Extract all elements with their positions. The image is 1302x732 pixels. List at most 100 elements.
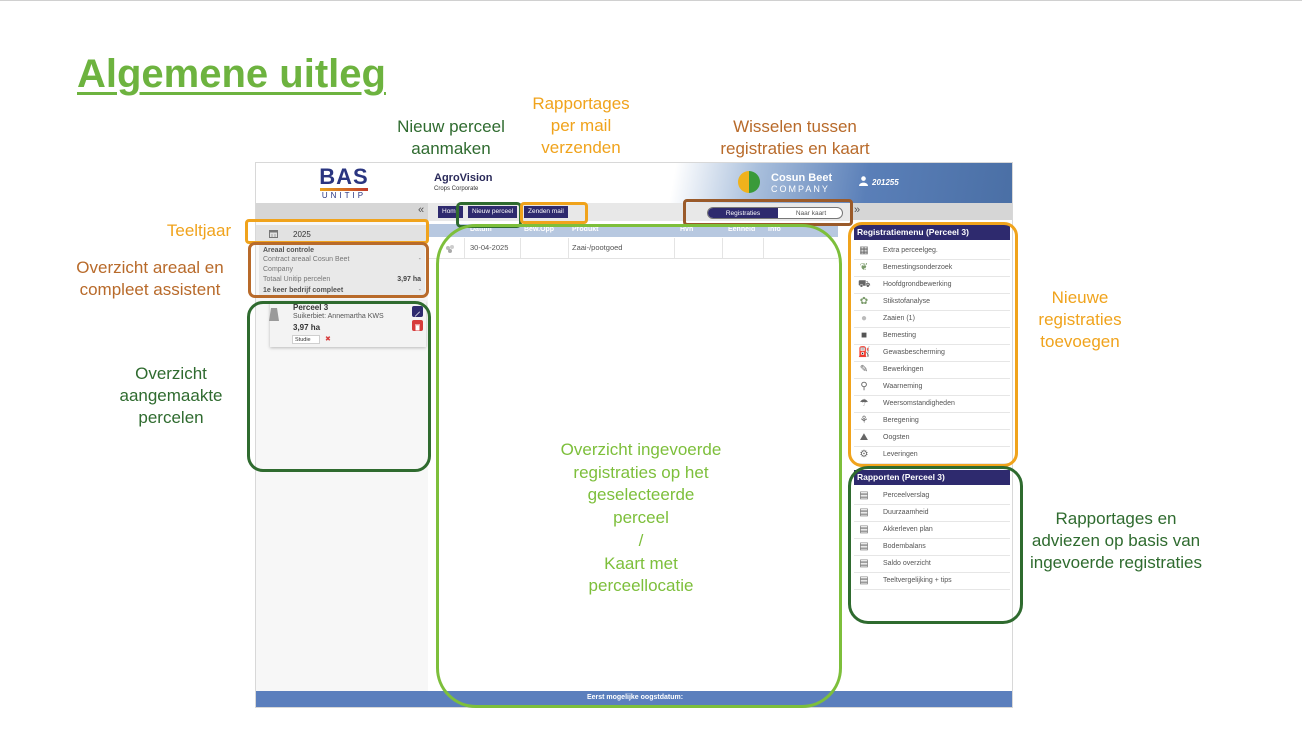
menu-item-weersomstandigheden[interactable]: ☂ Weersomstandigheden (854, 396, 1010, 413)
report-item-teeltvergelijking[interactable]: ▤ Teeltvergelijking + tips (854, 573, 1010, 590)
report-item-label: Teeltvergelijking + tips (883, 577, 952, 584)
highlight-areaal (248, 242, 429, 298)
menu-item-zaaien[interactable]: ● Zaaien (1) (854, 311, 1010, 328)
collapse-right-icon[interactable]: » (854, 204, 861, 216)
cosun-logo-line1: Cosun Beet (771, 172, 833, 184)
user-id: 201255 (872, 178, 899, 187)
toggle-naar-kaart[interactable]: Naar kaart (795, 210, 827, 217)
seeds-icon: ● (860, 313, 868, 324)
left-panel: « 2025 Areaal controle Contract areaal C… (256, 203, 429, 691)
view-toggle[interactable]: Registraties Naar kaart (707, 207, 843, 219)
areaal-totaal-label: Totaal Unitip percelen (263, 276, 331, 283)
menu-item-bemestingsonderzoek[interactable]: ❦ Bemestingsonderzoek (854, 260, 1010, 277)
menu-item-bemesting[interactable]: ■ Bemesting (854, 328, 1010, 345)
menu-item-label: Zaaien (1) (883, 315, 915, 322)
menu-item-beregening[interactable]: ⚘ Beregening (854, 413, 1010, 430)
left-panel-topbar: « (256, 203, 428, 220)
menu-item-extra-perceelgeg[interactable]: ▦ Extra perceelgeg. (854, 243, 1010, 260)
report-item-akkerleven-plan[interactable]: ▤ Akkerleven plan (854, 522, 1010, 539)
menu-item-label: Beregening (883, 417, 919, 424)
menu-item-label: Gewasbescherming (883, 349, 945, 356)
report-clipboard-icon: ▤ (859, 524, 869, 535)
annotation-rapportages-mail: Rapportages per mail verzenden (532, 94, 630, 157)
areaal-totaal-value: 3,97 ha (397, 276, 421, 283)
zenden-mail-button[interactable]: Zenden mail (524, 206, 568, 218)
row-col-divider (722, 238, 723, 258)
highlight-rapporten (848, 466, 1023, 624)
bas-logo-bar (320, 188, 368, 191)
areaal-contract-label-1: Contract areaal Cosun Beet (263, 256, 350, 263)
menu-item-label: Stikstofanalyse (883, 298, 931, 305)
areaal-contract-value: - (418, 256, 421, 263)
menu-item-hoofdgrondbewerking[interactable]: ⛟ Hoofdgrondbewerking (854, 277, 1010, 294)
menu-item-stikstofanalyse[interactable]: ✿ Stikstofanalyse (854, 294, 1010, 311)
calendar-icon (269, 230, 278, 238)
column-bew-opp[interactable]: Bew.Opp (524, 226, 555, 233)
report-item-label: Saldo overzicht (883, 560, 931, 567)
row-col-divider (520, 238, 521, 258)
column-produkt[interactable]: Produkt (572, 226, 599, 233)
row-produkt: Zaai-/pootgoed (572, 243, 623, 252)
annotation-teeltjaar: Teeltjaar (166, 221, 232, 240)
areaal-eerste-keer-value: - (418, 287, 421, 294)
areaal-controle: Areaal controle Contract areaal Cosun Be… (259, 245, 425, 297)
report-clipboard-icon: ▤ (859, 558, 869, 569)
menu-item-waarneming[interactable]: ⚲ Waarneming (854, 379, 1010, 396)
registratiemenu-header: Registratiemenu (Perceel 3) (854, 225, 1010, 240)
menu-item-leveringen[interactable]: ⚙ Leveringen (854, 447, 1010, 464)
report-item-label: Duurzaamheid (883, 509, 929, 516)
app-header: BAS UNITIP AgroVision Crops Corporate Co… (256, 163, 1012, 203)
menu-item-label: Bewerkingen (883, 366, 924, 373)
sprinkler-icon: ⚘ (859, 415, 869, 426)
annotation-line: / (638, 530, 644, 550)
report-item-bodembalans[interactable]: ▤ Bodembalans (854, 539, 1010, 556)
field-info-icon: ▦ (859, 245, 869, 256)
areaal-title: Areaal controle (263, 247, 314, 254)
highlight-registratiemenu (848, 222, 1018, 467)
bas-logo-sub: UNITIP (321, 191, 367, 200)
annotation-line: Overzicht ingevoerde (560, 440, 722, 459)
perceel-tag[interactable]: Studie (292, 335, 320, 344)
highlight-zenden-mail (520, 202, 588, 224)
annotation-nieuw-perceel: Nieuw perceel aanmaken (397, 117, 505, 158)
delete-perceel-button[interactable] (412, 320, 423, 331)
perceel-name: Perceel 3 (293, 303, 329, 312)
column-datum[interactable]: Datum (470, 226, 492, 233)
bas-logo[interactable]: BAS UNITIP (318, 166, 370, 201)
toggle-registraties[interactable]: Registraties (708, 208, 778, 218)
menu-item-gewasbescherming[interactable]: ⛽ Gewasbescherming (854, 345, 1010, 362)
report-clipboard-icon: ▤ (859, 541, 869, 552)
highlight-percelen (247, 301, 431, 472)
column-info[interactable]: Info (768, 226, 781, 233)
report-clipboard-icon: ▤ (859, 490, 869, 501)
plant-icon: ✿ (859, 296, 869, 307)
app-screenshot: BAS UNITIP AgroVision Crops Corporate Co… (255, 162, 1013, 708)
magnifier-icon: ⚲ (860, 381, 868, 392)
registraties-panel: Home Nieuw perceel Zenden mail Registrat… (428, 203, 850, 691)
right-panel-topbar: » (852, 203, 1012, 220)
report-item-saldo-overzicht[interactable]: ▤ Saldo overzicht (854, 556, 1010, 573)
cosun-logo-line2: COMPANY (771, 184, 830, 194)
tag-remove-icon[interactable]: ✖ (325, 336, 331, 343)
menu-item-label: Leveringen (883, 451, 918, 458)
user-account[interactable]: 201255 (859, 176, 899, 187)
perceel-area: 3,97 ha (293, 323, 321, 332)
perceel-crop: Suikerbiet: Annemartha KWS (293, 313, 384, 320)
report-item-perceelverslag[interactable]: ▤ Perceelverslag (854, 488, 1010, 505)
year-selector[interactable]: 2025 (256, 225, 428, 243)
column-eenheid[interactable]: Eenheid (728, 226, 756, 233)
areaal-contract-label-2: Company (263, 266, 293, 273)
report-clipboard-icon: ▤ (859, 575, 869, 586)
report-item-label: Akkerleven plan (883, 526, 933, 533)
annotation-overzicht-percelen: Overzicht aangemaakte percelen (119, 364, 223, 427)
menu-item-label: Bemesting (883, 332, 917, 339)
report-item-duurzaamheid[interactable]: ▤ Duurzaamheid (854, 505, 1010, 522)
annotation-line: perceel (613, 508, 669, 528)
menu-item-oogsten[interactable]: ⛰ Oogsten (854, 430, 1010, 447)
report-clipboard-icon: ▤ (859, 507, 869, 518)
nieuw-perceel-button[interactable]: Nieuw perceel (468, 206, 518, 218)
column-hvh[interactable]: Hvh (680, 226, 694, 233)
collapse-left-icon[interactable]: « (418, 204, 425, 216)
menu-item-bewerkingen[interactable]: ✎ Bewerkingen (854, 362, 1010, 379)
harvester-icon: ⛰ (859, 432, 869, 443)
